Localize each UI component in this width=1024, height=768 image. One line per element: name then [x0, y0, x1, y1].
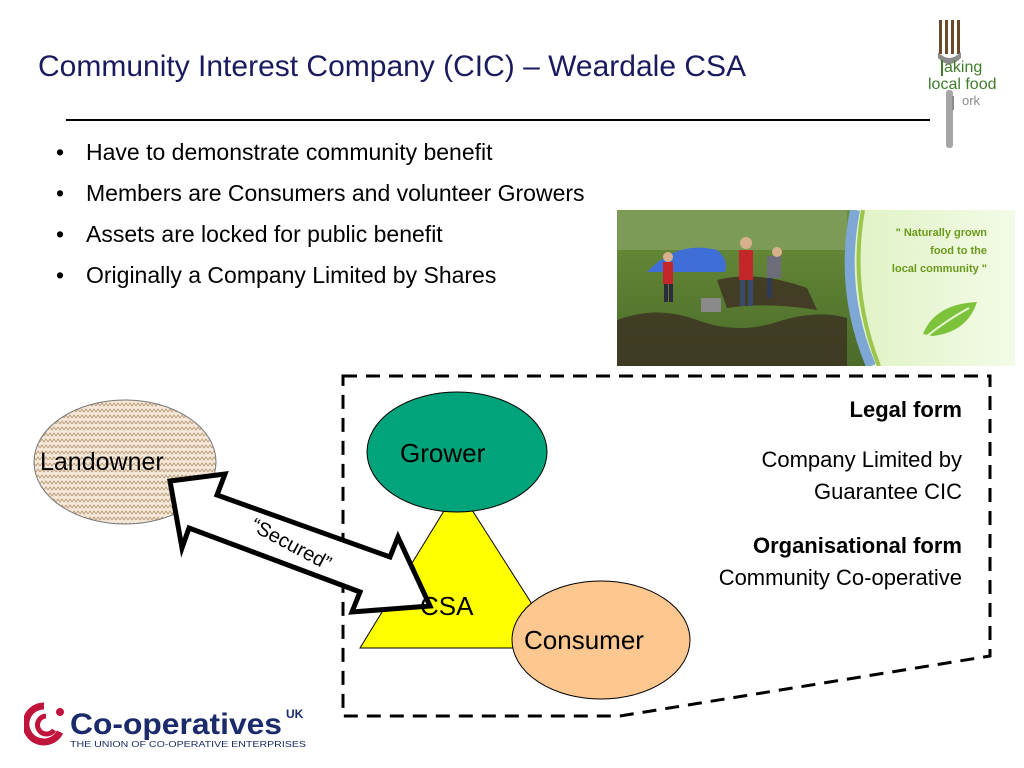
- coop-name: Co-operatives: [70, 708, 282, 741]
- bullet-list: Have to demonstrate community benefit Me…: [56, 137, 585, 301]
- legal-info-block: Legal form Company Limited by Guarantee …: [719, 394, 962, 594]
- org-form-heading: Organisational form: [752, 533, 962, 558]
- photo-caption-line: " Naturally grown: [896, 227, 988, 239]
- bullet-item: Assets are locked for public benefit: [56, 219, 585, 260]
- legal-form-value: Company Limited by: [761, 447, 962, 472]
- person-figure: [767, 247, 782, 298]
- org-form-value: Community Co-operative: [718, 565, 962, 590]
- person-figure: [663, 252, 673, 302]
- person-figure: [739, 237, 753, 306]
- legal-form-heading: Legal form: [849, 397, 962, 422]
- secured-double-arrow: [167, 470, 434, 615]
- csa-label: CSA: [420, 591, 474, 621]
- logo-line-2: local food: [928, 76, 997, 93]
- title-underline: [66, 119, 930, 121]
- legal-form-value: Guarantee CIC: [814, 479, 962, 504]
- slide-title: Community Interest Company (CIC) – Weard…: [38, 50, 747, 83]
- boundary-dashed-outline: [341, 374, 992, 718]
- logo-line-1: aking: [944, 59, 982, 76]
- bullet-item: Have to demonstrate community benefit: [56, 137, 585, 178]
- grower-label: Grower: [400, 438, 486, 468]
- consumer-ellipse: [511, 580, 691, 700]
- logo-line-3: ork: [962, 93, 981, 108]
- grower-ellipse: [366, 391, 548, 513]
- photo-caption-line: local community ": [892, 263, 987, 275]
- photo-caption-line: food to the: [930, 245, 987, 257]
- volunteers-photo: " Naturally grown food to the local comm…: [617, 210, 1015, 366]
- landowner-label: Landowner: [40, 448, 164, 476]
- coop-suffix: UK: [286, 707, 304, 721]
- fork-icon: [938, 20, 961, 148]
- co-operatives-uk-logo: Co-operatives UK THE UNION OF CO-OPERATI…: [24, 702, 306, 749]
- bullet-item: Originally a Company Limited by Shares: [56, 260, 585, 301]
- coop-swirl-icon: [24, 702, 64, 746]
- coop-tagline: THE UNION OF CO-OPERATIVE ENTERPRISES: [70, 739, 306, 749]
- making-local-food-work-logo: aking local food ork: [928, 20, 997, 148]
- bullet-item: Members are Consumers and volunteer Grow…: [56, 178, 585, 219]
- consumer-label: Consumer: [524, 625, 644, 655]
- bucket-icon: [701, 298, 721, 312]
